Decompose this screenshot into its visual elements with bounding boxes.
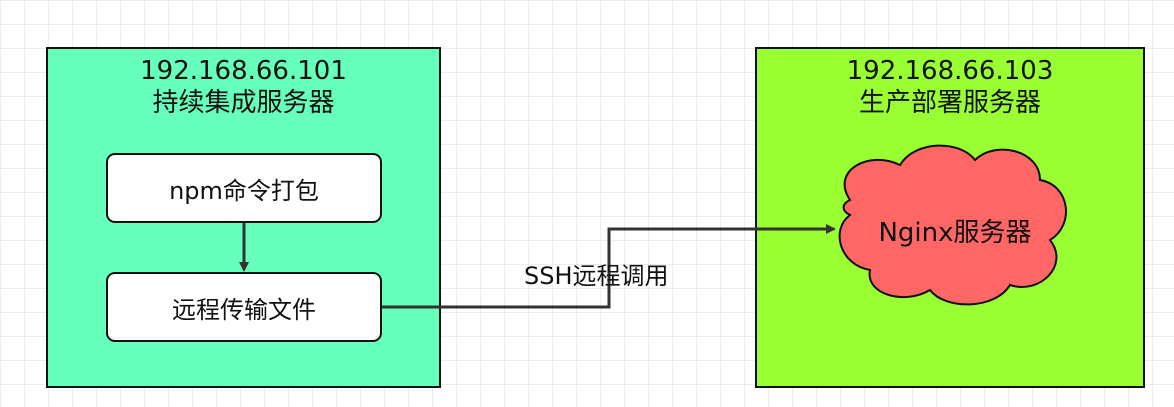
nginx-server-label: Nginx服务器 (878, 218, 1032, 248)
ci-server-name: 持续集成服务器 (152, 88, 335, 118)
nginx-cloud-shape (838, 144, 1067, 306)
ssh-call-arrow (382, 224, 836, 309)
prod-server-name: 生产部署服务器 (858, 88, 1041, 118)
ci-server-ip: 192.168.66.101 (140, 56, 347, 86)
prod-server-ip: 192.168.66.103 (846, 56, 1054, 86)
step-npm-build: npm命令打包 (106, 153, 382, 223)
ssh-call-label: SSH远程调用 (524, 262, 669, 290)
step-remote-transfer: 远程传输文件 (106, 272, 382, 342)
